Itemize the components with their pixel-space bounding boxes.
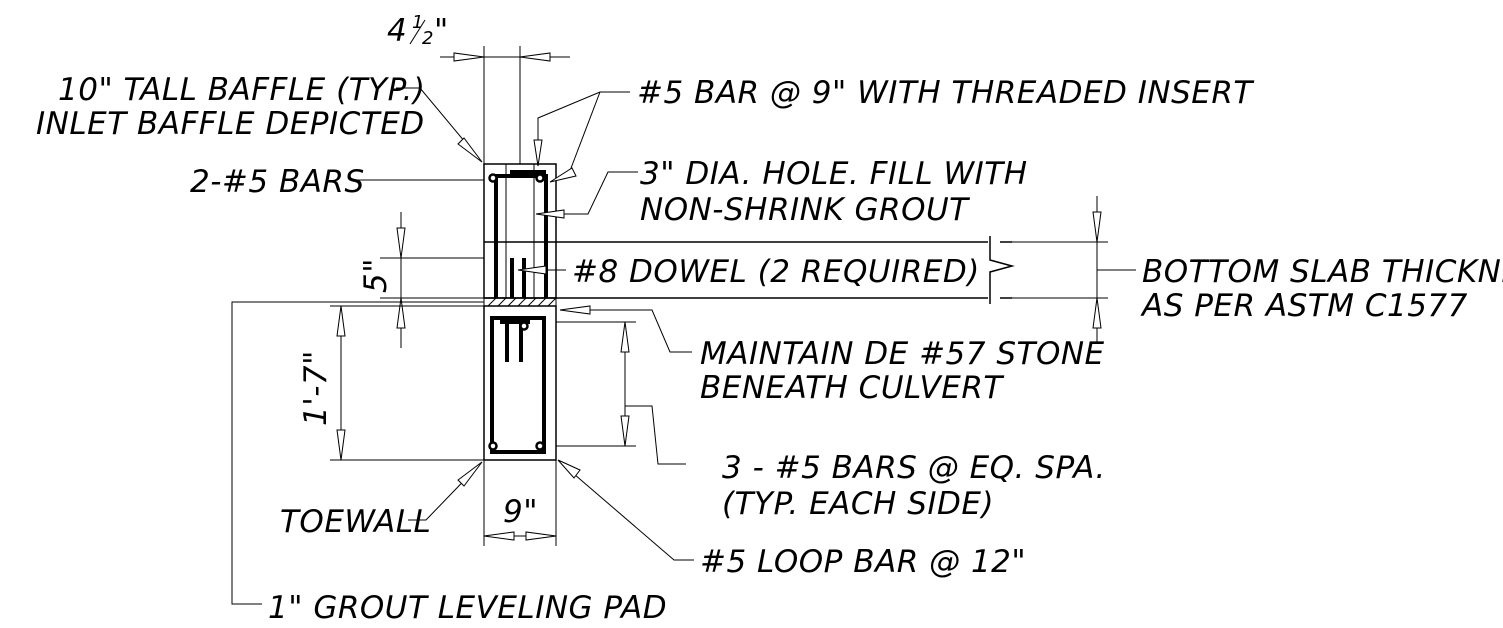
- dim-4-half-whole: 4: [387, 13, 407, 49]
- label-slab-line1: BOTTOM SLAB THICKNESS: [1142, 254, 1503, 290]
- dim-4-half-num: 1: [412, 12, 424, 33]
- dim-slab-thickness: [1000, 196, 1136, 344]
- label-grout-pad: 1" GROUT LEVELING PAD: [268, 590, 667, 626]
- label-bars-eq-line1: 3 - #5 BARS @ EQ. SPA.: [722, 450, 1106, 486]
- break-line: [989, 236, 1015, 304]
- dim-1ft7: [330, 305, 484, 461]
- dim-4-half: [440, 46, 570, 164]
- dim-9in-label: 9": [503, 494, 538, 530]
- dim-5in: [380, 212, 484, 348]
- label-dowel: #8 DOWEL (2 REQUIRED): [572, 254, 980, 290]
- label-stone-line1: MAINTAIN DE #57 STONE: [700, 336, 1105, 372]
- leader-stone: [560, 309, 692, 353]
- label-stone-line2: BENEATH CULVERT: [700, 370, 1004, 406]
- label-baffle-line2: INLET BAFFLE DEPICTED: [36, 106, 425, 142]
- rebar-dot: [488, 173, 498, 183]
- leader-baffle: [396, 87, 481, 161]
- toewall-loop-bar: [490, 316, 546, 454]
- label-two-bars: 2-#5 BARS: [190, 164, 365, 200]
- label-slab-line2: AS PER ASTM C1577: [1140, 288, 1468, 324]
- label-bars-eq-line2: (TYP. EACH SIDE): [722, 486, 994, 522]
- leader-hole: [540, 171, 638, 215]
- dim-1ft7-label: 1'-7": [298, 350, 334, 426]
- label-toewall: TOEWALL: [280, 504, 431, 540]
- label-loop-bar: #5 LOOP BAR @ 12": [700, 544, 1026, 580]
- label-hole-line1: 3" DIA. HOLE. FILL WITH: [640, 156, 1028, 192]
- dim-stone: [556, 321, 636, 447]
- grout-leveling-pad: [483, 297, 557, 307]
- label-hole-line2: NON-SHRINK GROUT: [640, 192, 970, 228]
- label-baffle-line1: 10" TALL BAFFLE (TYP.): [58, 72, 425, 108]
- baffle: [483, 163, 557, 299]
- leader-baffle-arrow: [457, 137, 483, 163]
- leader-loop-bar: [559, 461, 694, 561]
- dim-9in: [483, 460, 557, 546]
- rebar-dot: [535, 173, 545, 183]
- leader-threaded-bar-a: [537, 91, 630, 164]
- leader-bars-eq: [625, 405, 686, 465]
- leader-threaded-bar-b: [567, 91, 601, 177]
- dim-4-half-inch: ": [434, 13, 449, 49]
- dim-4-half-den: 2: [422, 28, 434, 49]
- label-threaded-bar: #5 BAR @ 9" WITH THREADED INSERT: [637, 75, 1254, 111]
- dim-5in-label: 5": [358, 258, 394, 293]
- toewall-outline: [483, 305, 557, 461]
- baffle-rebar-loop: [494, 174, 548, 298]
- toewall: [483, 305, 557, 461]
- leader-grout-pad: [231, 301, 484, 605]
